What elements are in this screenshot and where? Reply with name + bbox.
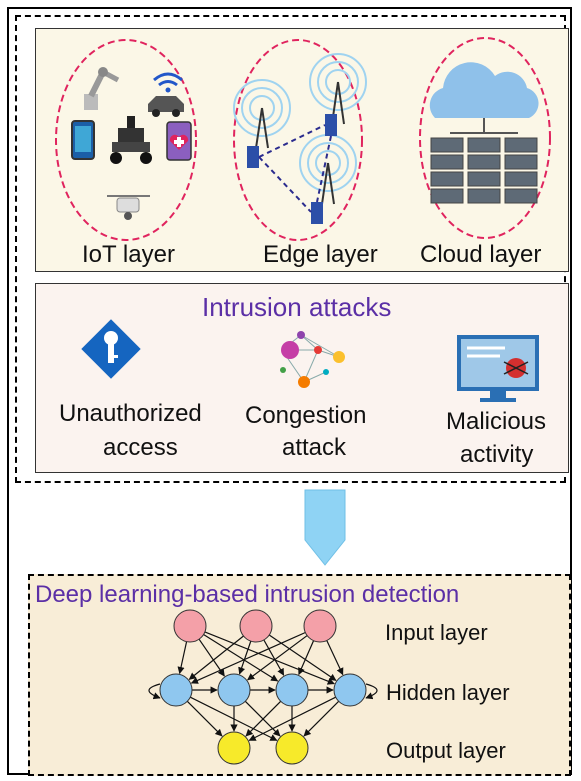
detection-title: Deep learning-based intrusion detection <box>35 581 460 608</box>
edge-layer-label: Edge layer <box>263 241 378 268</box>
nn-edges <box>148 631 378 741</box>
wifi-car-icon <box>148 72 184 117</box>
nn-edge <box>268 634 337 681</box>
nn-recurrent-loop <box>365 683 378 700</box>
nn-edge <box>326 640 344 676</box>
nn-edge <box>238 640 252 675</box>
iot-ellipse <box>55 39 197 241</box>
attack-3-line1: Malicious <box>446 408 547 435</box>
hidden-node <box>217 673 251 707</box>
hidden-layer-label: Hidden layer <box>386 680 510 705</box>
hidden-node <box>159 673 193 707</box>
hidden-node <box>333 673 367 707</box>
bug-monitor-icon <box>457 335 539 402</box>
nn-edge <box>303 700 340 737</box>
input-node <box>303 609 337 643</box>
server-rack-icon <box>430 118 538 204</box>
nn-edge <box>190 631 306 684</box>
output-node <box>275 731 309 765</box>
input-node <box>239 609 273 643</box>
cloud-icon <box>429 62 539 118</box>
edge-ellipse <box>233 39 363 241</box>
edge-links <box>258 124 332 213</box>
attack-1-line1: Unauthorized <box>59 400 202 427</box>
nn-edge <box>248 696 336 741</box>
nn-edge <box>188 635 244 680</box>
attack-3-line2: activity <box>460 441 534 468</box>
nn-edge <box>177 641 188 675</box>
iot-layer-label: IoT layer <box>82 241 175 268</box>
input-layer-label: Input layer <box>385 620 488 645</box>
attacks-title: Intrusion attacks <box>202 292 392 322</box>
cloud-ellipse <box>419 37 551 239</box>
attack-2-line2: attack <box>282 434 347 461</box>
nn-nodes <box>159 609 367 765</box>
drone-icon <box>107 195 150 220</box>
nn-edge <box>203 633 279 682</box>
network-graph-icon <box>280 331 345 388</box>
key-diamond-icon <box>81 319 141 379</box>
input-node <box>173 609 207 643</box>
cloud-layer-label: Cloud layer <box>420 241 542 268</box>
nn-edge <box>298 640 315 676</box>
smartphone-icon <box>71 120 95 160</box>
attack-1-line2: access <box>103 434 178 461</box>
nn-edge <box>245 700 282 737</box>
nn-edge <box>186 700 223 737</box>
health-phone-icon <box>166 121 192 161</box>
nn-edge <box>247 635 308 681</box>
nn-recurrent-loop <box>148 683 161 700</box>
robot-arm-icon <box>84 67 120 110</box>
cell-tower-icon <box>233 53 367 192</box>
nn-edge <box>204 631 335 685</box>
output-node <box>217 731 251 765</box>
output-layer-label: Output layer <box>386 738 506 763</box>
server-icon <box>247 114 337 224</box>
tower-masts <box>255 81 345 205</box>
rover-robot-icon <box>110 116 152 164</box>
attack-2-line1: Congestion <box>245 402 367 429</box>
nn-edge <box>263 639 285 676</box>
down-arrow-icon <box>304 489 346 566</box>
hidden-node <box>275 673 309 707</box>
